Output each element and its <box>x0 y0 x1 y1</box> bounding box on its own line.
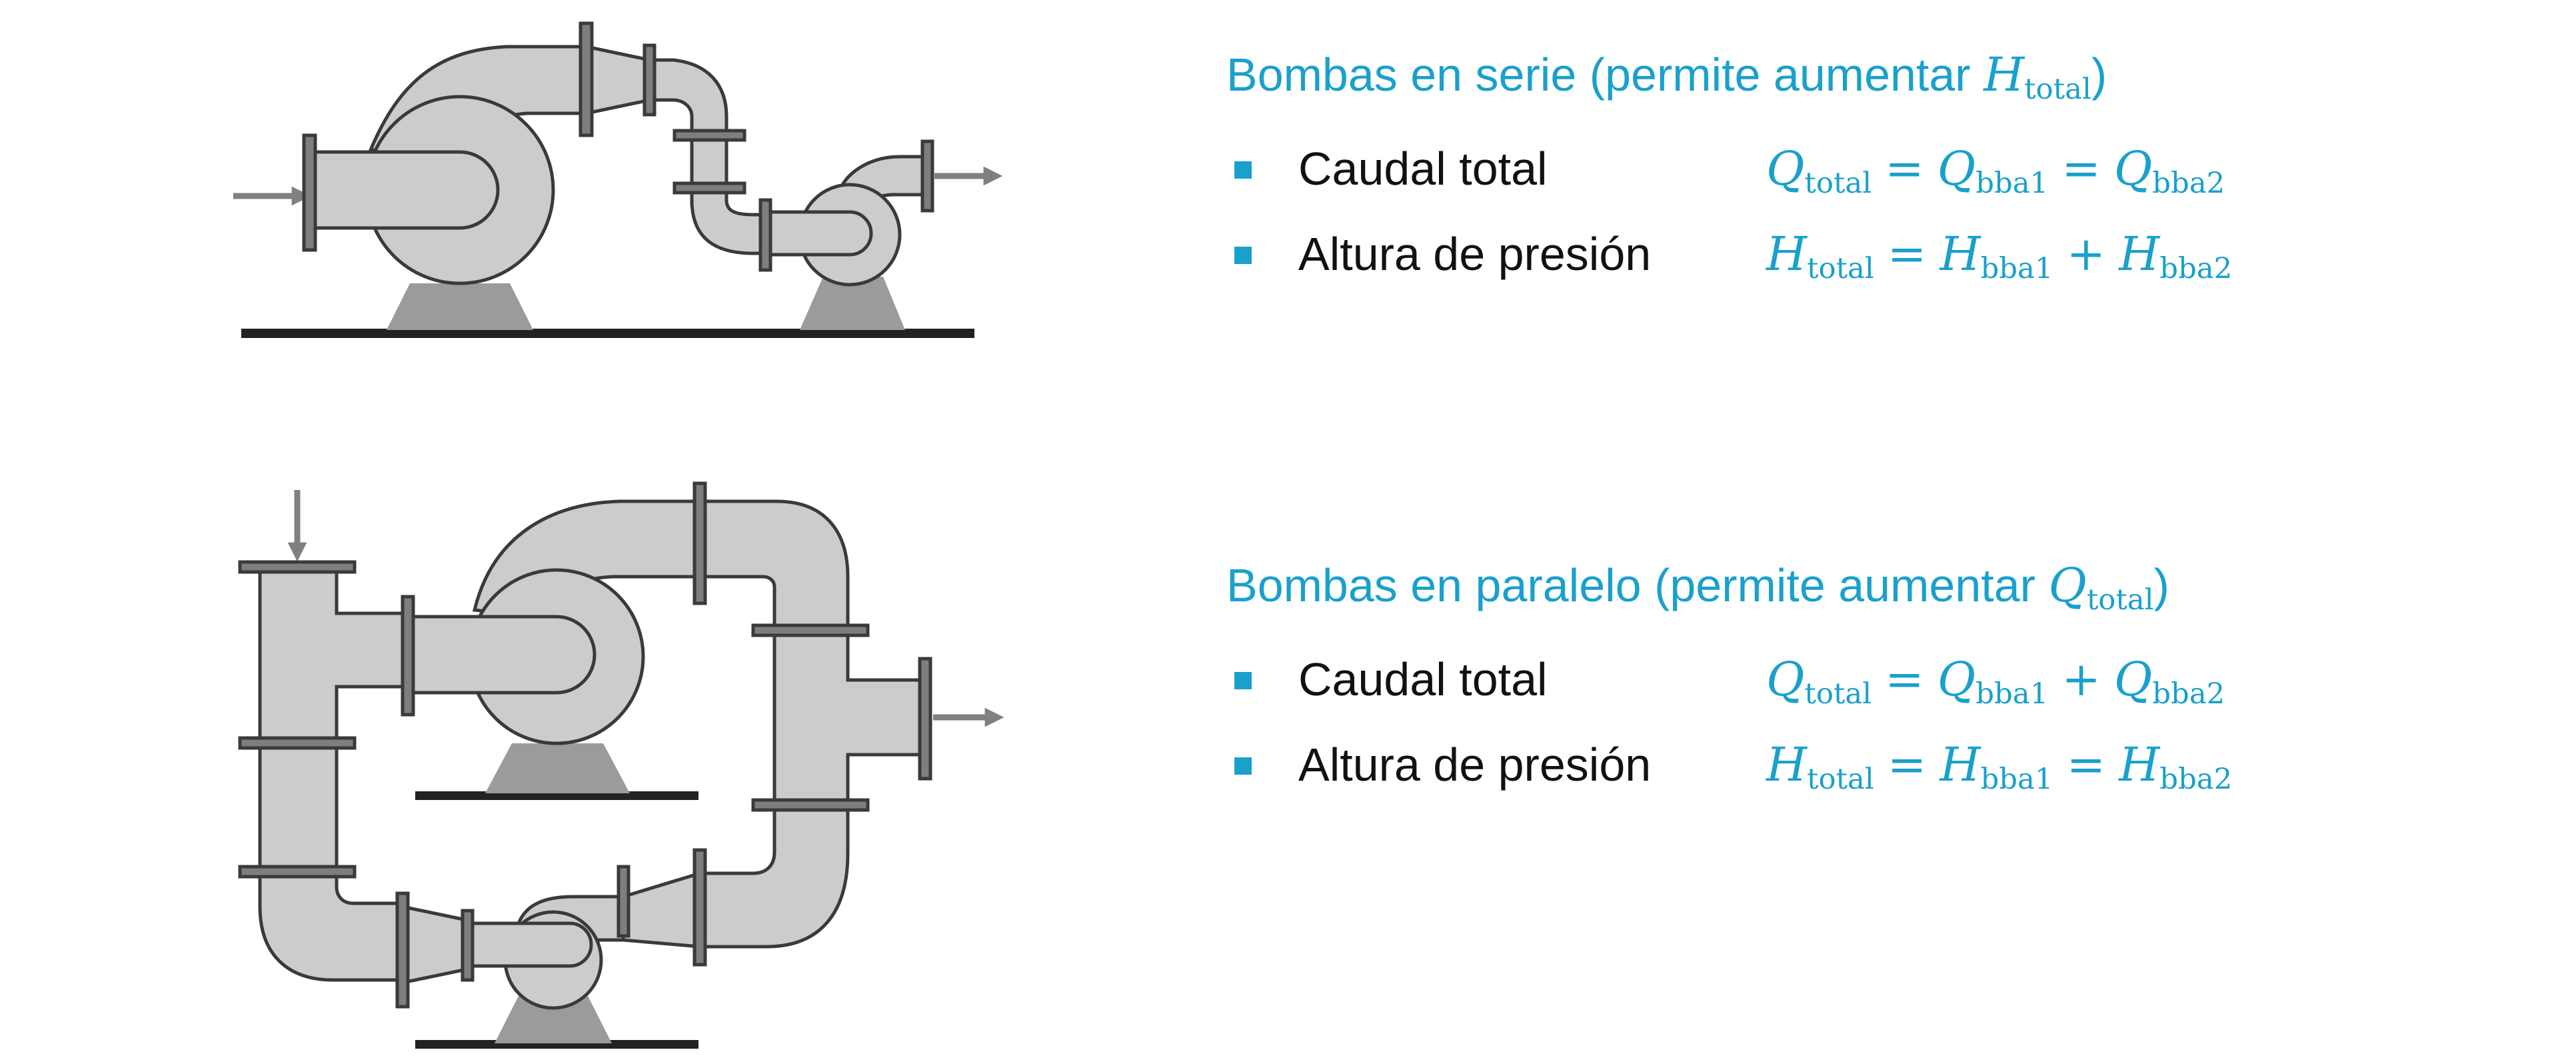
series-flange-1 <box>579 21 594 137</box>
series-head-equation: Htotal=Hbba1+Hbba2 <box>1766 227 2233 286</box>
parallel-outlet-flange <box>918 657 932 781</box>
parallel-upper-suction <box>406 615 597 695</box>
parallel-flange-mid <box>238 736 357 750</box>
series-floor <box>241 329 974 338</box>
parallel-title-close: ) <box>2153 559 2169 611</box>
series-flow-equation: Qtotal=Qbba1=Qbba2 <box>1766 141 2225 201</box>
parallel-lower-flange-2 <box>461 909 475 982</box>
parallel-left-header <box>258 566 410 982</box>
parallel-title-var: Qtotal <box>2048 558 2154 617</box>
parallel-flange-low <box>238 865 357 879</box>
parallel-lower-floor <box>415 1040 698 1049</box>
parallel-upper-floor <box>415 791 698 800</box>
series-flow-label: Caudal total <box>1298 143 1548 195</box>
bullet-icon <box>1234 161 1252 179</box>
parallel-lower-flange-1 <box>395 891 410 1009</box>
series-flange-3 <box>672 129 746 142</box>
parallel-right-header <box>698 499 925 949</box>
parallel-row-flow: Caudal total Qtotal=Qbba1+Qbba2 <box>1226 633 2546 719</box>
series-panel: Bombas en serie (permite aumentar Htotal… <box>1226 41 2546 293</box>
series-pump2-suction <box>768 210 873 257</box>
parallel-head-label: Altura de presión <box>1298 739 1652 791</box>
parallel-top-flange <box>692 481 707 605</box>
series-pump2-base <box>800 277 905 330</box>
parallel-lower-reducer <box>401 904 469 985</box>
series-inlet-flange <box>302 133 317 252</box>
series-elbow-pipe <box>652 58 728 205</box>
series-head-label: Altura de presión <box>1298 228 1652 281</box>
series-diagram <box>233 21 1003 338</box>
parallel-panel: Bombas en paralelo (permite aumentar Qto… <box>1226 552 2546 804</box>
parallel-head-equation: Htotal=Hbba1=Hbba2 <box>1766 737 2233 797</box>
parallel-flow-label: Caudal total <box>1298 653 1548 706</box>
bullet-icon <box>1234 672 1252 690</box>
series-title: Bombas en serie (permite aumentar Htotal… <box>1226 41 2546 123</box>
parallel-right-flange-low <box>751 798 870 812</box>
parallel-diagram <box>238 481 1004 1049</box>
series-lower-elbow <box>690 191 767 255</box>
bullet-icon <box>1234 757 1252 775</box>
parallel-upper-suction-flange <box>401 595 415 717</box>
parallel-right-flange-top <box>751 623 870 637</box>
parallel-lower-pump-base <box>495 993 612 1043</box>
series-outlet-flange <box>920 139 934 213</box>
series-title-var: Htotal <box>1983 47 2091 107</box>
parallel-upper-pump-base <box>485 743 630 793</box>
series-reducer <box>585 44 652 116</box>
series-title-close: ) <box>2091 49 2107 101</box>
series-pump1-base <box>387 283 533 330</box>
parallel-title-text: Bombas en paralelo (permite aumentar <box>1226 559 2049 611</box>
parallel-row-head: Altura de presión Htotal=Hbba1=Hbba2 <box>1226 719 2546 804</box>
series-row-flow: Caudal total Qtotal=Qbba1=Qbba2 <box>1226 123 2546 208</box>
parallel-lower-outlet-flange-2 <box>692 848 707 967</box>
series-pump1-suction-pipe <box>309 150 500 230</box>
series-row-head: Altura de presión Htotal=Hbba1+Hbba2 <box>1226 208 2546 293</box>
parallel-flow-equation: Qtotal=Qbba1+Qbba2 <box>1766 652 2225 711</box>
bullet-icon <box>1234 247 1252 265</box>
parallel-lower-suction <box>469 921 593 968</box>
series-title-text: Bombas en serie (permite aumentar <box>1226 49 1984 101</box>
parallel-lower-outlet-reducer <box>621 871 702 949</box>
parallel-flange-top <box>238 560 357 574</box>
parallel-title: Bombas en paralelo (permite aumentar Qto… <box>1226 552 2546 633</box>
parallel-lower-outlet-flange-1 <box>617 865 631 938</box>
